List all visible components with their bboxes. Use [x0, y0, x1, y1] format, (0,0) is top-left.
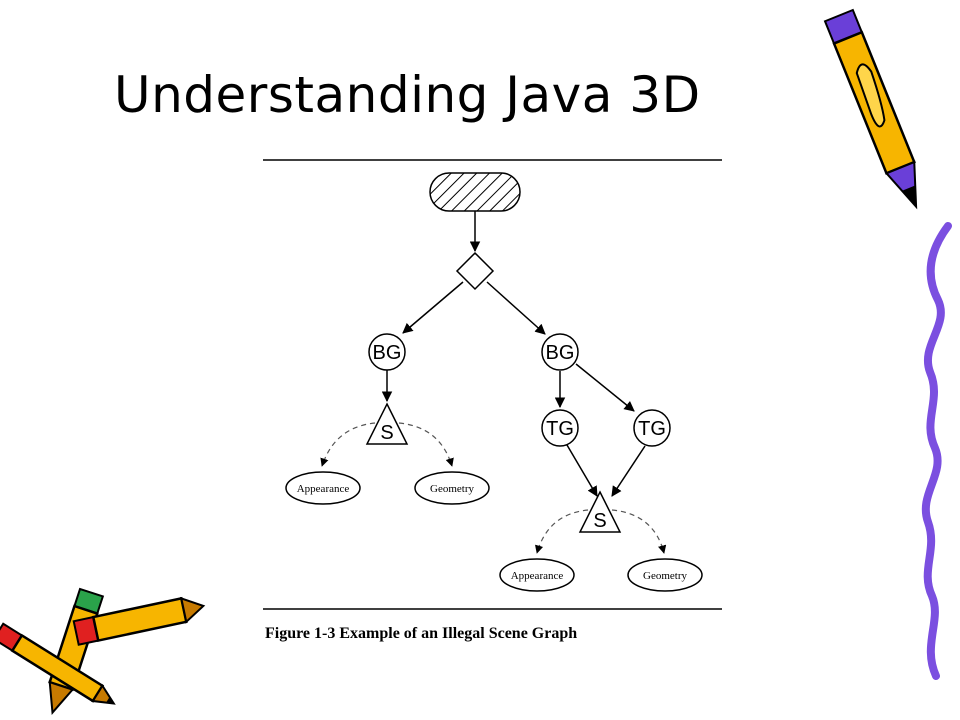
geometry-node-right: Geometry: [627, 558, 703, 592]
shape-right-label: S: [593, 510, 606, 532]
transform-group-node-left: TG: [541, 409, 579, 447]
ref-arc-right-appearance: [535, 509, 589, 554]
virtual-universe-node: [429, 172, 521, 212]
locale-node: [455, 251, 495, 291]
bg-left-label: BG: [373, 342, 402, 364]
appearance-node-right: Appearance: [499, 558, 575, 592]
branch-group-node-right: BG: [541, 333, 579, 371]
crossed-pencils-icon: [0, 587, 206, 715]
ref-arc-left-appearance: [320, 422, 376, 467]
bg-right-label: BG: [546, 342, 575, 364]
ref-arc-right-geometry: [611, 509, 667, 554]
edge-tg-left-s: [566, 444, 598, 497]
shape3d-node-right: S: [578, 490, 622, 533]
appearance-node-left: Appearance: [285, 471, 361, 505]
appearance-right-label: Appearance: [511, 570, 564, 582]
geometry-right-label: Geometry: [643, 570, 687, 582]
geometry-node-left: Geometry: [414, 471, 490, 505]
appearance-left-label: Appearance: [297, 483, 350, 495]
tg-left-label: TG: [546, 418, 574, 440]
tg-right-label: TG: [638, 418, 666, 440]
shape-left-label: S: [380, 422, 393, 444]
edge-bg-right-tg-right: [575, 363, 635, 412]
shape3d-node-left: S: [365, 402, 409, 445]
figure-caption: Figure 1-3 Example of an Illegal Scene G…: [265, 625, 578, 642]
branch-group-node-left: BG: [368, 333, 406, 371]
geometry-left-label: Geometry: [430, 483, 474, 495]
edge-locale-bg-left: [402, 281, 464, 334]
slide-title: Understanding Java 3D: [114, 66, 701, 124]
wavy-border-line: [921, 222, 952, 680]
edge-locale-bg-right: [486, 281, 546, 335]
transform-group-node-right: TG: [633, 409, 671, 447]
edge-tg-right-s: [611, 445, 646, 497]
pencil-icon: [823, 8, 918, 210]
ref-arc-left-geometry: [398, 422, 454, 467]
